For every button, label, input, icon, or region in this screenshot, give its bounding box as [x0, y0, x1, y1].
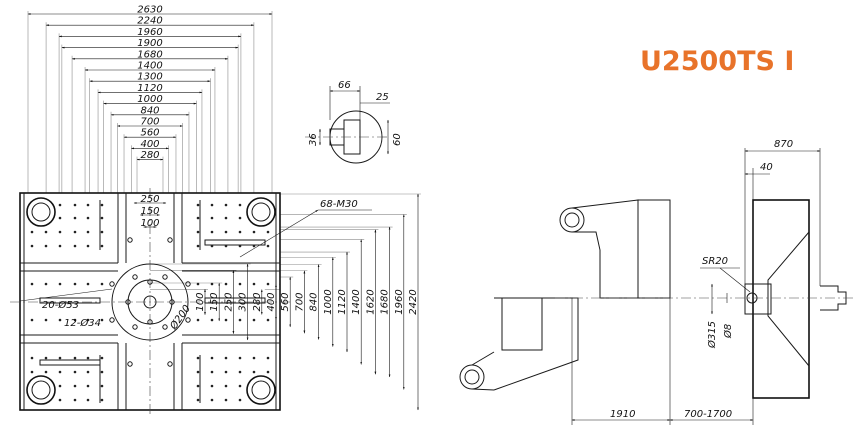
h-dim-label: 1900	[137, 38, 162, 49]
h-dim-label: 560	[140, 128, 159, 139]
v-dim-label: 560	[280, 292, 291, 311]
v-dim-label: 280	[252, 292, 263, 311]
v-dim-label: 300	[238, 292, 249, 311]
h-dim-label: 700	[140, 117, 159, 128]
h-dim-label: 1680	[137, 49, 162, 60]
dim-dia-315: Ø315	[706, 321, 718, 349]
c-dim-label: 100	[140, 218, 159, 229]
dim-25: 25	[376, 92, 389, 103]
tie-bar-holes	[26, 197, 276, 405]
moving-platen	[637, 199, 671, 299]
v-dim-label: 1680	[380, 289, 391, 314]
v-dim-label: 250	[223, 292, 234, 311]
callout-center-holes: 12-Ø34	[64, 317, 101, 329]
h-dim-label: 1000	[137, 94, 162, 105]
model-title: U2500TS I	[640, 46, 794, 77]
dim-dia-8: Ø8	[722, 324, 734, 339]
v-dim-label: 400	[266, 292, 277, 311]
v-dim-label: 1960	[394, 289, 405, 314]
h-dim-label: 280	[140, 150, 159, 161]
v-dim-label: 2420	[408, 289, 419, 314]
callout-thread-holes: 68-M30	[320, 199, 358, 210]
v-dim-label: 700	[294, 292, 305, 311]
dim-36: 36	[308, 133, 319, 146]
h-dim-label: 400	[140, 139, 159, 150]
v-dim-label: 1000	[323, 289, 334, 314]
v-dim-label: 150	[209, 292, 220, 311]
dim-sr20: SR20	[702, 256, 728, 267]
h-dim-label: 2630	[137, 5, 162, 16]
dim-40: 40	[760, 162, 773, 173]
v-dim-label: 100	[195, 292, 206, 311]
c-dim-label: 250	[140, 194, 159, 205]
dim-870: 870	[774, 139, 793, 150]
h-dim-label: 1960	[137, 27, 162, 38]
v-dim-label: 1120	[337, 289, 348, 314]
callout-big-holes: 20-Ø53	[42, 299, 79, 311]
platen-front-view: 68-M30 20-Ø53 12-Ø34 Ø200	[10, 188, 372, 415]
v-dim-label: 840	[309, 292, 320, 311]
dim-66: 66	[338, 80, 351, 91]
h-dim-label: 2240	[137, 16, 162, 27]
ejector-detail-view: 66 25 36 60	[305, 80, 403, 164]
v-dim-label: 1400	[351, 289, 362, 314]
clamping-side-view: 870 40 SR20 Ø315 Ø8 1910 700-1700	[459, 139, 854, 425]
fixed-platen	[752, 199, 810, 399]
lower-toggle-link	[493, 297, 579, 391]
mounting-holes	[30, 203, 270, 402]
h-dim-label: 840	[140, 105, 159, 116]
dim-60: 60	[392, 133, 403, 146]
nozzle-cone	[767, 231, 810, 367]
upper-toggle-link	[571, 199, 639, 299]
h-dim-label: 1300	[137, 72, 162, 83]
dim-1910: 1910	[610, 409, 635, 420]
dim-opening-stroke: 700-1700	[684, 409, 732, 420]
h-dim-label: 1400	[137, 61, 162, 72]
t-slots	[20, 193, 280, 410]
c-dim-label: 150	[140, 206, 159, 217]
v-dim-label: 1620	[365, 289, 376, 314]
h-dim-label: 1120	[137, 83, 162, 94]
horizontal-dimensions: 2630224019601900168014001300112010008407…	[27, 5, 273, 193]
